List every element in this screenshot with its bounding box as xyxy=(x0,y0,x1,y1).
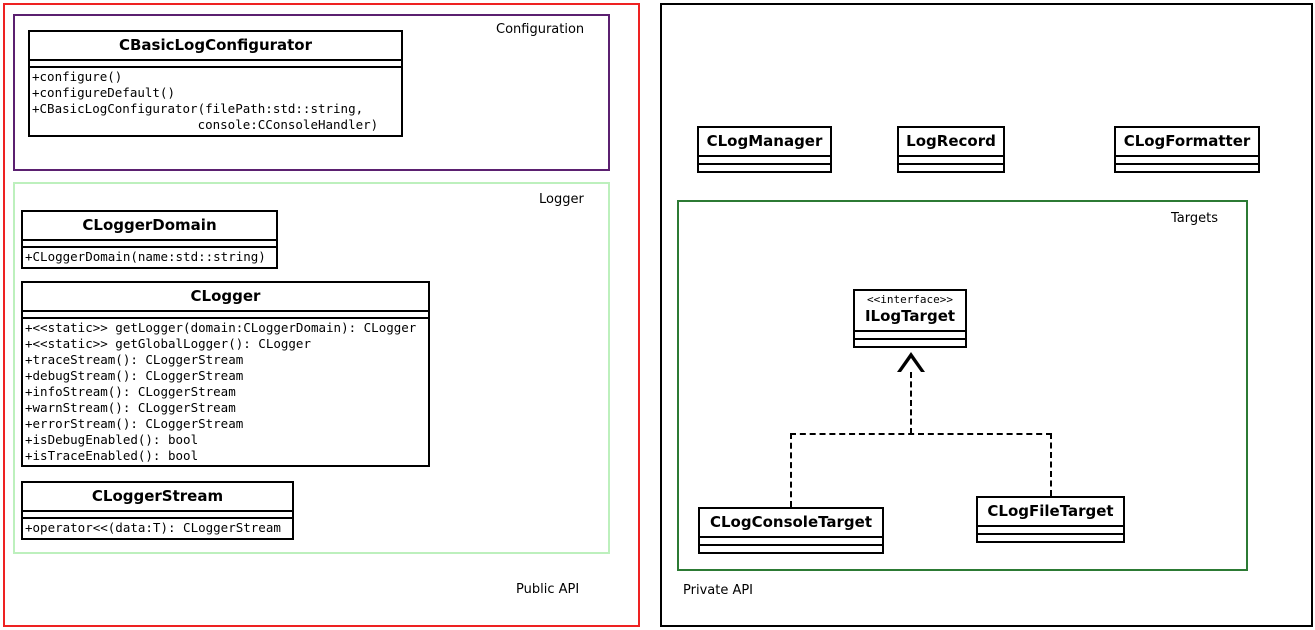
class-clogmanager-name: CLogManager xyxy=(706,132,823,150)
class-ilogtarget: <<interface>>ILogTarget xyxy=(853,289,967,349)
class-clogmanager: CLogManager xyxy=(697,126,832,174)
package-private-api xyxy=(660,3,1313,627)
class-logrecord-attributes xyxy=(899,155,1003,163)
class-clogformatter-attributes xyxy=(1116,155,1258,163)
class-cbasiclogconfigurator-operations: +configure() +configureDefault() +CBasic… xyxy=(30,66,401,135)
class-clogger-attributes xyxy=(23,310,428,317)
class-cloggerstream: CLoggerStream +operator<<(data:T): CLogg… xyxy=(21,481,294,541)
class-logrecord-operations xyxy=(899,163,1003,171)
package-targets xyxy=(677,200,1248,571)
class-clogfiletarget-attributes xyxy=(978,525,1123,533)
class-cloggerdomain: CLoggerDomain +CLoggerDomain(name:std::s… xyxy=(21,210,278,270)
class-ilogtarget-name-block: <<interface>>ILogTarget xyxy=(855,291,965,330)
class-clogconsoletarget-operations xyxy=(700,544,882,552)
class-cloggerdomain-name: CLoggerDomain xyxy=(82,216,217,234)
package-configuration-label: Configuration xyxy=(496,22,585,37)
class-logrecord-name: LogRecord xyxy=(906,132,996,150)
package-logger xyxy=(13,182,610,554)
class-cloggerdomain-operations: +CLoggerDomain(name:std::string) xyxy=(23,246,276,267)
package-configuration xyxy=(13,14,610,171)
class-cbasiclogconfigurator: CBasicLogConfigurator +configure() +conf… xyxy=(28,30,403,137)
class-ilogtarget-attributes xyxy=(855,330,965,338)
class-clogger: CLogger +<<static>> getLogger(domain:CLo… xyxy=(21,281,430,468)
class-cbasiclogconfigurator-name: CBasicLogConfigurator xyxy=(118,36,313,54)
class-clogger-name: CLogger xyxy=(190,287,261,305)
class-cloggerstream-name: CLoggerStream xyxy=(91,487,224,505)
class-clogconsoletarget: CLogConsoleTarget xyxy=(698,507,884,555)
class-ilogtarget-name: ILogTarget xyxy=(864,307,956,326)
class-clogfiletarget-operations xyxy=(978,533,1123,541)
package-private-api-label: Private API xyxy=(683,583,754,598)
package-public-api xyxy=(3,3,640,627)
class-cbasiclogconfigurator-attributes xyxy=(30,59,401,66)
class-clogmanager-attributes xyxy=(699,155,830,163)
class-cloggerdomain-attributes xyxy=(23,239,276,246)
package-logger-label: Logger xyxy=(539,192,584,207)
class-cloggerstream-attributes xyxy=(23,510,292,517)
class-ilogtarget-stereotype: <<interface>> xyxy=(866,293,954,306)
class-clogconsoletarget-attributes xyxy=(700,536,882,544)
class-clogfiletarget: CLogFileTarget xyxy=(976,496,1125,544)
class-clogger-operations: +<<static>> getLogger(domain:CLoggerDoma… xyxy=(23,317,428,465)
class-ilogtarget-operations xyxy=(855,338,965,346)
class-clogconsoletarget-name: CLogConsoleTarget xyxy=(709,513,873,531)
class-clogformatter: CLogFormatter xyxy=(1114,126,1260,174)
package-public-api-label: Public API xyxy=(516,582,580,597)
class-clogfiletarget-name: CLogFileTarget xyxy=(987,502,1114,520)
class-clogformatter-name: CLogFormatter xyxy=(1123,132,1251,150)
package-targets-label: Targets xyxy=(1171,211,1218,226)
class-clogformatter-operations xyxy=(1116,163,1258,171)
class-logrecord: LogRecord xyxy=(897,126,1005,174)
class-cloggerstream-operations: +operator<<(data:T): CLoggerStream xyxy=(23,517,292,538)
class-clogmanager-operations xyxy=(699,163,830,171)
